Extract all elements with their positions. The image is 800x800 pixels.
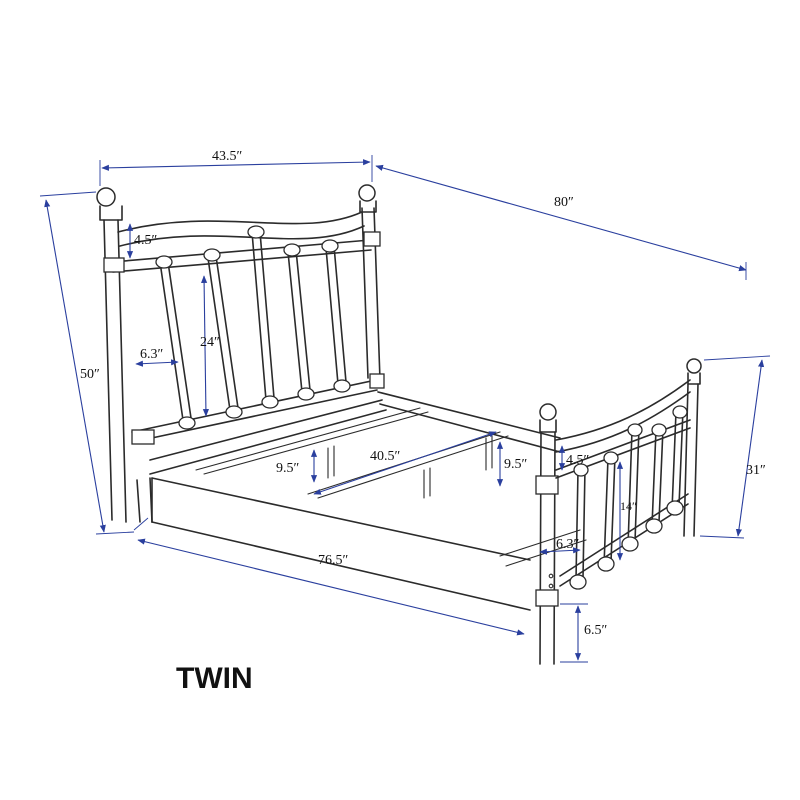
diagram-title: TWIN: [176, 662, 253, 695]
dim-line-headboard-width: [101, 159, 371, 171]
label-support-leg: 9.5″: [276, 461, 300, 476]
label-foot-top-gap: 4.5″: [566, 453, 590, 468]
label-footboard-height: 31″: [746, 463, 766, 478]
dim-line-side-rail-length: [137, 538, 525, 636]
head-left-knob: [96, 187, 116, 207]
label-overall-length: 80″: [554, 195, 574, 210]
foot-right-knob: [686, 358, 702, 374]
dimension-lines: [39, 155, 771, 663]
dimension-labels: 43.5″ 80″ 50″ 4.5″ 6.3″ 24″ 9.5″ 40.5″ 9…: [80, 149, 766, 638]
label-head-spindle-gap: 6.3″: [140, 347, 164, 362]
dim-line-footboard-height: [735, 359, 765, 537]
dim-line-headboard-height: [44, 199, 106, 533]
label-headboard-width: 43.5″: [212, 149, 243, 164]
dim-line-head-spindle-gap: [135, 359, 179, 367]
bed-frame-illustration: [96, 184, 702, 665]
head-right-knob: [358, 184, 376, 202]
dim-line-foot-spindle-gap: [539, 547, 581, 555]
label-side-rail-length: 76.5″: [318, 553, 349, 568]
dim-line-overall-length: [375, 164, 747, 272]
label-foot-panel-height: 14″: [620, 499, 637, 513]
label-foot-leg-inner: 9.5″: [504, 457, 528, 472]
headboard: [96, 184, 385, 523]
label-slat-width: 40.5″: [370, 449, 401, 464]
dim-line-slat-width: [313, 431, 497, 495]
label-headboard-height: 50″: [80, 367, 100, 382]
dim-line-head-panel-height: [201, 275, 209, 417]
label-foot-spindle-gap: 6.3″: [556, 537, 580, 552]
foot-left-knob: [539, 403, 557, 421]
label-head-top-gap: 4.5″: [134, 233, 158, 248]
label-floor-clearance: 6.5″: [584, 623, 608, 638]
footboard: [535, 358, 702, 665]
label-head-panel-height: 24″: [200, 335, 220, 350]
